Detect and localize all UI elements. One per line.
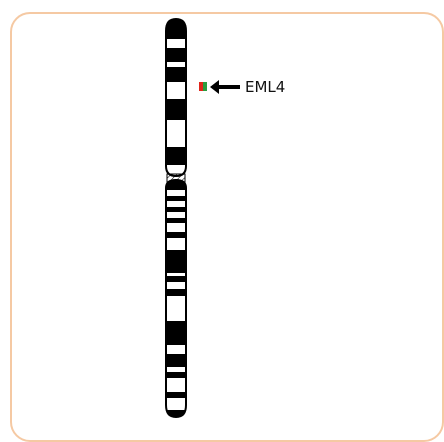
marker-red (199, 82, 203, 91)
band (166, 410, 186, 417)
band (166, 99, 186, 120)
band (166, 196, 186, 201)
chromosome-ideogram-diagram: EML4 (165, 17, 285, 419)
p-arm-bands (166, 19, 186, 165)
gene-marker (199, 82, 207, 91)
band (166, 19, 186, 39)
band (166, 392, 186, 398)
arrow-left-icon (210, 80, 240, 94)
band (166, 48, 186, 62)
band (166, 180, 186, 190)
diagram-frame (10, 12, 444, 442)
band (166, 289, 186, 296)
band (166, 218, 186, 223)
band (166, 207, 186, 212)
gene-label: EML4 (245, 78, 285, 96)
band (166, 276, 186, 282)
band (166, 67, 186, 82)
q-arm-bands (166, 180, 186, 417)
band (166, 232, 186, 238)
band (166, 372, 186, 378)
band (166, 250, 186, 273)
band (166, 147, 186, 165)
band (166, 354, 186, 367)
marker-green (203, 82, 207, 91)
q-arm-outline (165, 178, 187, 419)
band (166, 321, 186, 345)
